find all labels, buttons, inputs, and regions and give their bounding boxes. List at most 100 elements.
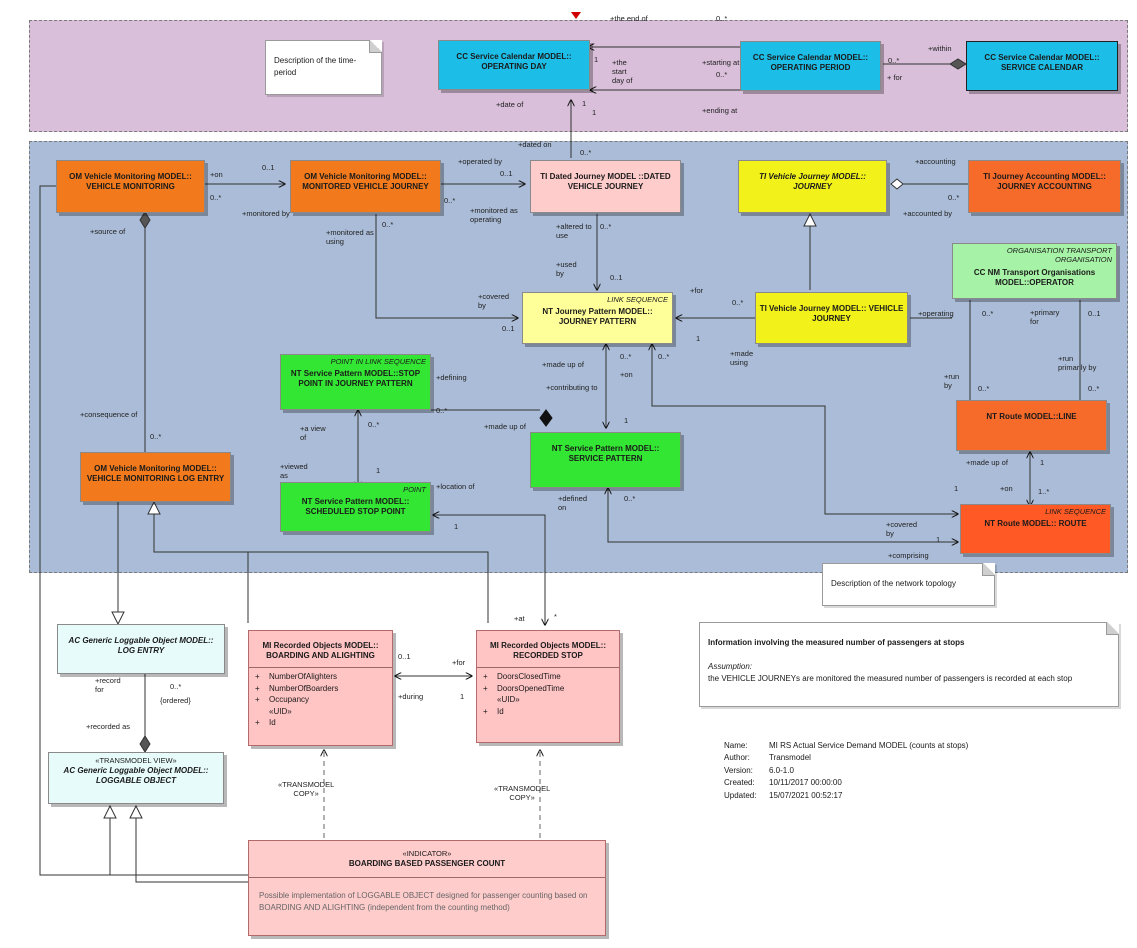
class-name: CC NM Transport Organisations MODEL::OPE… (973, 267, 1096, 287)
log-triangle (111, 611, 125, 626)
multiplicity-label: 1 (376, 466, 381, 475)
class-boarding-based-passenger-count[interactable]: «INDICATOR» BOARDING BASED PASSENGER COU… (248, 840, 606, 936)
class-operating-day[interactable]: CC Service Calendar MODEL:: OPERATING DA… (438, 40, 590, 90)
class-scheduled-stop-point[interactable]: POINT NT Service Pattern MODEL:: SCHEDUL… (280, 482, 431, 532)
role-label: +on (210, 170, 223, 179)
class-boarding-and-alighting[interactable]: MI Recorded Objects MODEL:: BOARDING AND… (248, 630, 393, 746)
multiplicity-label: 0..* (732, 298, 744, 307)
loggable-triangle-2 (129, 804, 143, 819)
class-stereotype: LINK SEQUENCE (607, 295, 668, 304)
role-label: +made using (730, 349, 754, 367)
multiplicity-label: 0..* (368, 420, 380, 429)
link-logentry-generalization (153, 514, 249, 623)
note-time-period: Description of the time-period (265, 40, 382, 95)
multiplicity-label: 1..* (1038, 487, 1050, 496)
class-line[interactable]: NT Route MODEL::LINE (956, 400, 1107, 451)
role-label: +monitored as operating (470, 206, 518, 224)
class-monitored-vehicle-journey[interactable]: OM Vehicle Monitoring MODEL:: MONITORED … (290, 160, 441, 213)
role-label: +run primarily by (1058, 354, 1097, 372)
class-recorded-stop[interactable]: MI Recorded Objects MODEL:: RECORDED STO… (476, 630, 620, 743)
class-stereotype: «TRANSMODEL VIEW» (95, 756, 177, 765)
multiplicity-label: 0..1 (262, 163, 275, 172)
multiplicity-label: 0..* (1088, 384, 1100, 393)
role-label: +during (398, 692, 424, 701)
class-log-entry[interactable]: AC Generic Loggable Object MODEL:: LOG E… (57, 624, 225, 674)
role-label: +used by (556, 260, 577, 278)
uid-label: «UID» (497, 695, 520, 705)
link-location-of (433, 515, 545, 625)
class-operator[interactable]: ORGANISATION TRANSPORT ORGANISATION CC N… (952, 243, 1117, 299)
class-stop-point-in-journey-pattern[interactable]: POINT IN LINK SEQUENCE NT Service Patter… (280, 354, 431, 410)
attribute-list: +NumberOfAlighters +NumberOfBoarders +Oc… (249, 667, 392, 732)
class-journey-pattern[interactable]: LINK SEQUENCE NT Journey Pattern MODEL::… (522, 292, 673, 344)
multiplicity-label: 0..1 (502, 324, 515, 333)
attribute-row: +NumberOfBoarders (255, 683, 339, 693)
multiplicity-label: 0..* (382, 220, 394, 229)
note-text: Description of the network topology (831, 579, 956, 588)
class-name: OM Vehicle Monitoring MODEL:: VEHICLE MO… (69, 172, 192, 191)
multiplicity-label: 0..* (982, 309, 994, 318)
attribute-row: +Id (483, 706, 504, 716)
class-name: MI Recorded Objects MODEL:: RECORDED STO… (489, 641, 606, 660)
stereotype-label: «TRANSMODEL COPY» (278, 780, 335, 798)
class-name: MI Recorded Objects MODEL:: BOARDING AND… (262, 641, 379, 660)
diagram-metadata: Name:MI RS Actual Service Demand MODEL (… (724, 740, 968, 802)
role-label: +run by (944, 372, 960, 390)
class-dated-vehicle-journey[interactable]: TI Dated Journey MODEL ::DATED VEHICLE J… (530, 160, 681, 213)
role-label: +ending at (702, 106, 738, 115)
metadata-row: Created:10/11/2017 00:00:00 (724, 778, 842, 788)
multiplicity-label: 0..* (658, 352, 670, 361)
role-label: +the start day of (612, 58, 633, 85)
stereotype-label: «TRANSMODEL COPY» (494, 784, 551, 802)
class-vehicle-monitoring-log-entry[interactable]: OM Vehicle Monitoring MODEL:: VEHICLE MO… (80, 452, 231, 502)
multiplicity-label: 0..* (716, 14, 728, 23)
class-name: OM Vehicle Monitoring MODEL:: MONITORED … (302, 172, 429, 191)
aggregation-diamond (949, 58, 967, 70)
class-journey-accounting[interactable]: TI Journey Accounting MODEL:: JOURNEY AC… (968, 160, 1121, 213)
role-label: +monitored by (242, 209, 290, 218)
link-monitored-as-using (375, 214, 518, 318)
class-name: TI Journey Accounting MODEL:: JOURNEY AC… (983, 172, 1106, 191)
class-stereotype: «INDICATOR» (402, 849, 452, 858)
multiplicity-label: 1 (624, 416, 629, 425)
multiplicity-label: 0..* (624, 494, 636, 503)
role-label: +recorded as (86, 722, 130, 731)
role-label: +covered by (478, 292, 510, 310)
multiplicity-label: 0..1 (610, 273, 623, 282)
link-covered-route (652, 344, 958, 514)
class-name: NT Service Pattern MODEL::STOP POINT IN … (290, 369, 421, 389)
role-label: +altered to use (556, 222, 592, 240)
multiplicity-label: 1 (594, 55, 599, 64)
role-label: +within (928, 44, 952, 53)
class-loggable-object[interactable]: «TRANSMODEL VIEW» AC Generic Loggable Ob… (48, 752, 224, 804)
metadata-row: Version:6.0-1.0 (724, 765, 794, 775)
source-diamond (139, 211, 151, 229)
note-assumption-label: Assumption: (708, 662, 753, 671)
class-service-pattern[interactable]: NT Service Pattern MODEL:: SERVICE PATTE… (530, 432, 681, 488)
class-name: NT Service Pattern MODEL:: SERVICE PATTE… (551, 444, 660, 463)
role-label: +a view of (300, 424, 326, 442)
class-name: CC Service Calendar MODEL:: SERVICE CALE… (984, 53, 1100, 72)
multiplicity-label: 0..1 (500, 169, 513, 178)
class-journey[interactable]: TI Vehicle Journey MODEL:: JOURNEY (738, 160, 887, 213)
class-name: CC Service Calendar MODEL:: OPERATING DA… (456, 52, 572, 71)
class-service-calendar[interactable]: CC Service Calendar MODEL:: SERVICE CALE… (966, 41, 1118, 91)
multiplicity-label: 1 (460, 692, 465, 701)
class-name: CC Service Calendar MODEL:: OPERATING PE… (752, 53, 869, 72)
class-operating-period[interactable]: CC Service Calendar MODEL:: OPERATING PE… (740, 41, 881, 91)
class-vehicle-journey[interactable]: TI Vehicle Journey MODEL:: VEHICLE JOURN… (755, 292, 908, 344)
class-vehicle-monitoring[interactable]: OM Vehicle Monitoring MODEL:: VEHICLE MO… (56, 160, 205, 213)
generalization-triangle (803, 212, 817, 227)
class-stereotype: ORGANISATION TRANSPORT ORGANISATION (1006, 246, 1112, 265)
uid-label: «UID» (269, 706, 292, 716)
multiplicity-label: 0..* (716, 70, 728, 79)
class-route[interactable]: LINK SEQUENCE NT Route MODEL:: ROUTE (960, 504, 1111, 554)
role-label: +accounting (915, 157, 956, 166)
marker-triangle-icon (571, 12, 581, 19)
role-label: +primary for (1030, 308, 1060, 326)
role-label: +location of (436, 482, 475, 491)
multiplicity-label: 1 (954, 484, 959, 493)
role-label: +operated by (458, 157, 502, 166)
multiplicity-label: 0..* (210, 193, 222, 202)
